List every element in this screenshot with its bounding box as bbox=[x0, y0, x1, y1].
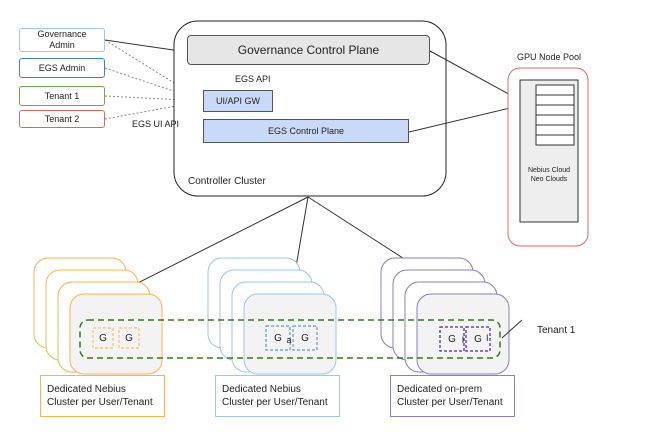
gpu-node-pool-title: GPU Node Pool bbox=[517, 52, 582, 62]
gpu-pool-cloud-label: Nebius Cloud Neo Clouds bbox=[527, 167, 571, 183]
egs-admin-box: EGS Admin bbox=[19, 58, 105, 78]
gpu-box-o1 bbox=[92, 327, 114, 349]
gpu-label-p2: G bbox=[474, 333, 482, 345]
connector-egs-admin bbox=[104, 67, 204, 102]
governance-admin-label: Governance Admin bbox=[37, 29, 87, 50]
egs-control-plane-label: EGS Control Plane bbox=[267, 125, 345, 136]
egs-api-label: EGS API bbox=[235, 74, 271, 84]
tenant1-overlay bbox=[79, 319, 501, 359]
gpu-rack-slots bbox=[535, 84, 575, 146]
gpu-label-b1: G bbox=[274, 332, 282, 344]
egs-admin-label: EGS Admin bbox=[38, 62, 86, 73]
tenant1-overlay-label: Tenant 1 bbox=[537, 325, 576, 336]
cluster-caption-nebius2: Dedicated Nebius Cluster per User/Tenant bbox=[215, 375, 340, 417]
egs-control-plane: EGS Control Plane bbox=[203, 119, 409, 143]
cluster-stack-nebius1 bbox=[33, 257, 163, 375]
connector-egs-to-gpu bbox=[408, 103, 528, 133]
connector-gov-admin-plane bbox=[104, 39, 188, 53]
gpu-label-b2: G bbox=[301, 332, 309, 344]
gpu-box-p2 bbox=[465, 326, 491, 352]
gpu-label-p-mid: I bbox=[461, 334, 465, 345]
governance-admin-box: Governance Admin bbox=[19, 28, 105, 52]
tenant2-box: Tenant 2 bbox=[19, 110, 105, 128]
gpu-label-p-end: I bbox=[486, 333, 489, 343]
governance-control-plane: Governance Control Plane bbox=[187, 35, 430, 65]
tenant1-box: Tenant 1 bbox=[19, 86, 105, 106]
controller-cluster-label: Controller Cluster bbox=[188, 176, 266, 187]
gpu-box-p1 bbox=[439, 326, 465, 352]
tenant1-pointer bbox=[501, 319, 523, 339]
governance-control-plane-label: Governance Control Plane bbox=[237, 42, 380, 57]
cluster-stack-onprem bbox=[380, 257, 510, 375]
cluster-caption-onprem: Dedicated on-prem Cluster per User/Tenan… bbox=[390, 375, 515, 417]
gpu-label-o2: G bbox=[125, 332, 133, 344]
tenant1-label: Tenant 1 bbox=[44, 90, 80, 101]
gpu-box-b1 bbox=[265, 325, 291, 351]
gpu-label-o1: G bbox=[99, 332, 107, 344]
tenant2-label: Tenant 2 bbox=[44, 113, 80, 124]
gpu-box-o2 bbox=[118, 327, 140, 349]
cluster-stack-nebius2 bbox=[207, 257, 337, 375]
gpu-box-b2 bbox=[292, 325, 318, 351]
egs-ui-api-label: EGS UI API bbox=[132, 119, 180, 129]
connector-tenant2 bbox=[104, 100, 204, 120]
ui-api-gw: UI/API GW bbox=[203, 90, 273, 112]
ui-api-gw-label: UI/API GW bbox=[215, 95, 260, 106]
gpu-label-b-mid: a bbox=[286, 334, 292, 345]
gpu-label-p1: G bbox=[448, 333, 456, 345]
cluster-caption-nebius1: Dedicated Nebius Cluster per User/Tenant bbox=[40, 375, 165, 417]
